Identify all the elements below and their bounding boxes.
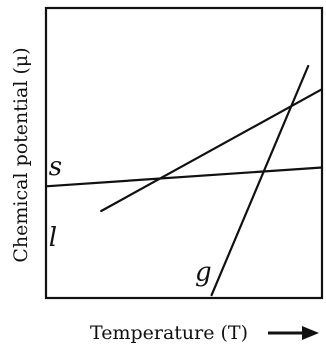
y-axis-label: Chemical potential (μ) <box>10 47 32 262</box>
series-line-g <box>210 64 310 297</box>
series-label-g: g <box>195 258 212 288</box>
plot-frame <box>44 6 324 300</box>
x-axis-label: Temperature (T) <box>90 322 248 344</box>
series-line-s <box>44 166 324 188</box>
series-label-l: l <box>49 223 57 253</box>
series-labels: s l g <box>49 152 212 288</box>
series-group <box>44 64 324 297</box>
series-label-s: s <box>49 152 62 182</box>
right-arrow-icon <box>268 326 319 340</box>
series-line-l <box>100 88 324 213</box>
